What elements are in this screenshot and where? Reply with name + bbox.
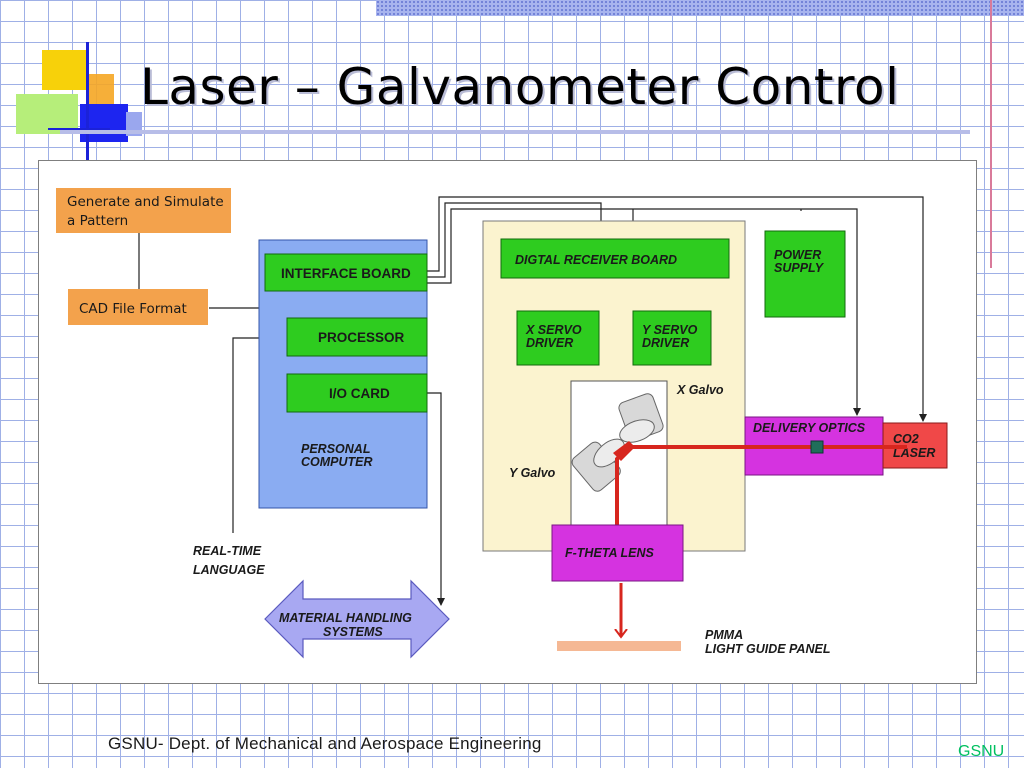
diagram-panel: Generate and Simulate a Pattern CAD File… bbox=[38, 160, 977, 684]
power-supply-box bbox=[764, 230, 846, 318]
generate-line-1: Generate and Simulate bbox=[67, 194, 224, 210]
top-pattern-band bbox=[376, 0, 1024, 16]
cad-label: CAD File Format bbox=[79, 301, 187, 317]
receiver-label: DIGTAL RECEIVER BOARD bbox=[515, 253, 677, 267]
realtime-label-1: REAL-TIME bbox=[193, 544, 262, 558]
deco-horizontal-line bbox=[48, 128, 110, 130]
material-label-2: SYSTEMS bbox=[323, 625, 383, 639]
f-theta-lens-box bbox=[551, 524, 684, 582]
material-handling-arrow bbox=[264, 579, 450, 659]
x-galvo-label: X Galvo bbox=[676, 383, 724, 397]
processor-label: PROCESSOR bbox=[318, 330, 405, 345]
footer-badge: GSNU bbox=[958, 743, 1005, 760]
pc-label-1: PERSONAL bbox=[301, 442, 370, 456]
x-servo-label-2: DRIVER bbox=[526, 336, 573, 350]
y-servo-label-1: Y SERVO bbox=[642, 323, 698, 337]
pmma-label-1: PMMA bbox=[705, 628, 743, 642]
interface-board-label: INTERFACE BOARD bbox=[281, 266, 411, 281]
accent-line bbox=[990, 0, 992, 268]
lens-element-icon bbox=[810, 440, 824, 454]
receiver-board-box bbox=[500, 238, 730, 279]
generate-line-2: a Pattern bbox=[67, 213, 128, 229]
x-servo-box bbox=[516, 310, 600, 366]
pmma-label-2: LIGHT GUIDE PANEL bbox=[705, 642, 830, 656]
laser-label-1: CO2 bbox=[893, 432, 919, 446]
pmma-panel-bar bbox=[557, 641, 681, 651]
galvo-mirror-reflect bbox=[613, 441, 635, 461]
title-underline bbox=[60, 130, 970, 134]
page-title: Laser – Galvanometer Control bbox=[140, 58, 900, 116]
generate-pattern-box bbox=[56, 188, 231, 233]
co2-laser-box bbox=[882, 422, 948, 469]
pc-label-2: COMPUTER bbox=[301, 455, 373, 469]
y-galvo-label: Y Galvo bbox=[509, 466, 556, 480]
power-label-1: POWER bbox=[774, 248, 821, 262]
laser-label-2: LASER bbox=[893, 446, 935, 460]
material-label-1: MATERIAL HANDLING bbox=[279, 611, 412, 625]
io-card-box bbox=[286, 373, 428, 413]
y-servo-label-2: DRIVER bbox=[642, 336, 689, 350]
processor-box bbox=[286, 317, 428, 357]
cad-file-box bbox=[68, 289, 208, 325]
y-servo-box bbox=[632, 310, 712, 366]
interface-board-box bbox=[264, 253, 428, 292]
deco-orange-square bbox=[88, 74, 114, 104]
delivery-optics-label: DELIVERY OPTICS bbox=[753, 421, 866, 435]
deco-green-square bbox=[16, 94, 78, 134]
x-galvo-motor-icon bbox=[618, 393, 664, 443]
footer-text: GSNU- Dept. of Mechanical and Aerospace … bbox=[108, 734, 542, 753]
io-card-label: I/O CARD bbox=[329, 386, 390, 401]
ftheta-label: F-THETA LENS bbox=[565, 546, 655, 560]
x-servo-label-1: X SERVO bbox=[525, 323, 582, 337]
power-label-2: SUPPLY bbox=[774, 261, 825, 275]
deco-vertical-line bbox=[86, 42, 89, 160]
deco-yellow-square bbox=[42, 50, 88, 90]
realtime-label-2: LANGUAGE bbox=[193, 563, 265, 577]
diagram-svg: Generate and Simulate a Pattern CAD File… bbox=[56, 188, 948, 659]
